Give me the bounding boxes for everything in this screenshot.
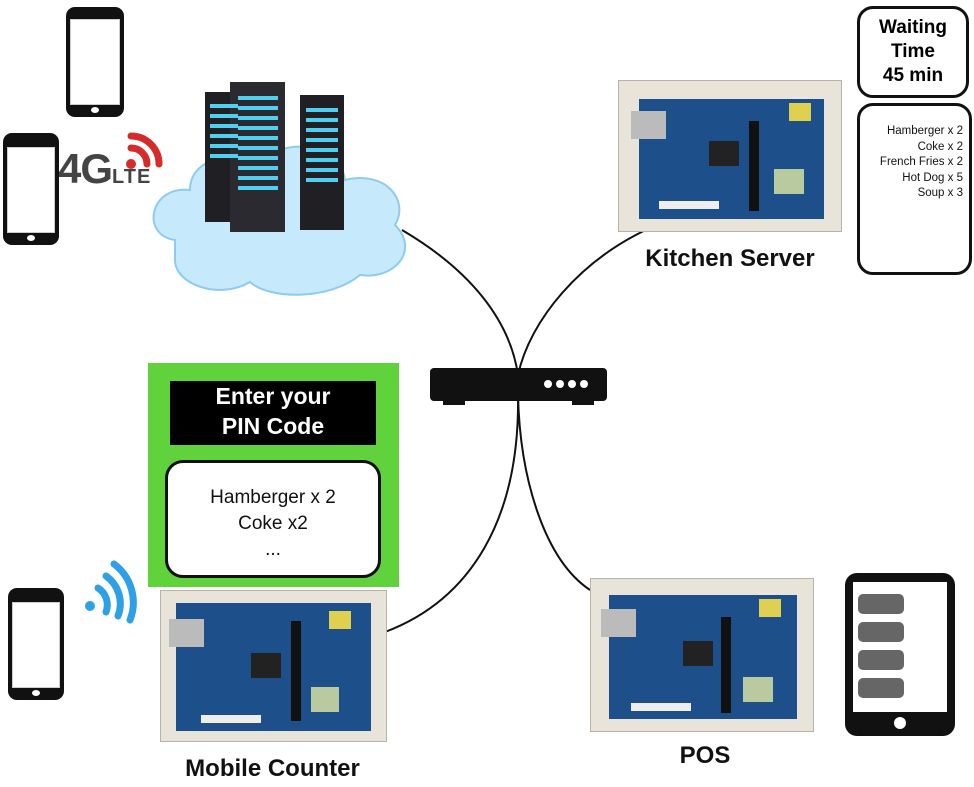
waiting-line-1: Waiting xyxy=(879,17,947,38)
mobile-counter-label: Mobile Counter xyxy=(185,755,360,782)
kitchen-server-label: Kitchen Server xyxy=(645,245,815,272)
network-4g-label: 4GLTE xyxy=(58,145,151,193)
kitchen-order-item: Soup x 3 xyxy=(917,187,963,199)
kitchen-order-item: Hamberger x 2 xyxy=(886,125,963,137)
network-lte-text: LTE xyxy=(112,166,152,188)
network-4g-text: 4G xyxy=(58,145,113,192)
waiting-time-box: Waiting Time 45 min xyxy=(857,6,969,98)
link-kitchen-router xyxy=(517,227,651,376)
cloud-server-icon xyxy=(152,82,407,296)
kitchen-order-item: Coke x 2 xyxy=(917,140,963,153)
phone-icon-wifi xyxy=(8,588,64,700)
cart-item: Coke x2 xyxy=(238,513,308,534)
cart-item: Hamberger x 2 xyxy=(210,487,336,508)
phone-icon-lte xyxy=(3,133,59,245)
kitchen-order-list: Hamberger x 2 Coke x 2 French Fries x 2 … xyxy=(857,103,972,275)
pin-prompt-line-1: Enter your xyxy=(215,383,331,409)
link-router-pos xyxy=(517,394,591,591)
link-router-mobile xyxy=(384,394,520,633)
tablet-icon xyxy=(845,573,955,736)
pos-board xyxy=(590,578,814,732)
kitchen-order-item: Hot Dog x 5 xyxy=(902,171,963,184)
wifi-icon xyxy=(85,560,137,624)
phone-icon-top xyxy=(66,7,124,117)
link-cloud-router xyxy=(401,229,519,376)
kitchen-order-item: French Fries x 2 xyxy=(879,156,963,168)
waiting-time-value: 45 min xyxy=(882,65,944,86)
kitchen-server-board xyxy=(618,80,842,232)
mobile-counter-board xyxy=(160,590,387,742)
pos-label: POS xyxy=(679,742,731,769)
cart-list: Hamberger x 2 Coke x2 ... xyxy=(165,460,381,578)
waiting-line-2: Time xyxy=(890,41,935,62)
pin-prompt-line-2: PIN Code xyxy=(221,413,325,439)
cart-item: ... xyxy=(265,539,281,560)
pin-prompt: Enter your PIN Code xyxy=(170,381,376,445)
lte-signal-icon xyxy=(126,132,163,169)
router-icon xyxy=(430,368,607,405)
